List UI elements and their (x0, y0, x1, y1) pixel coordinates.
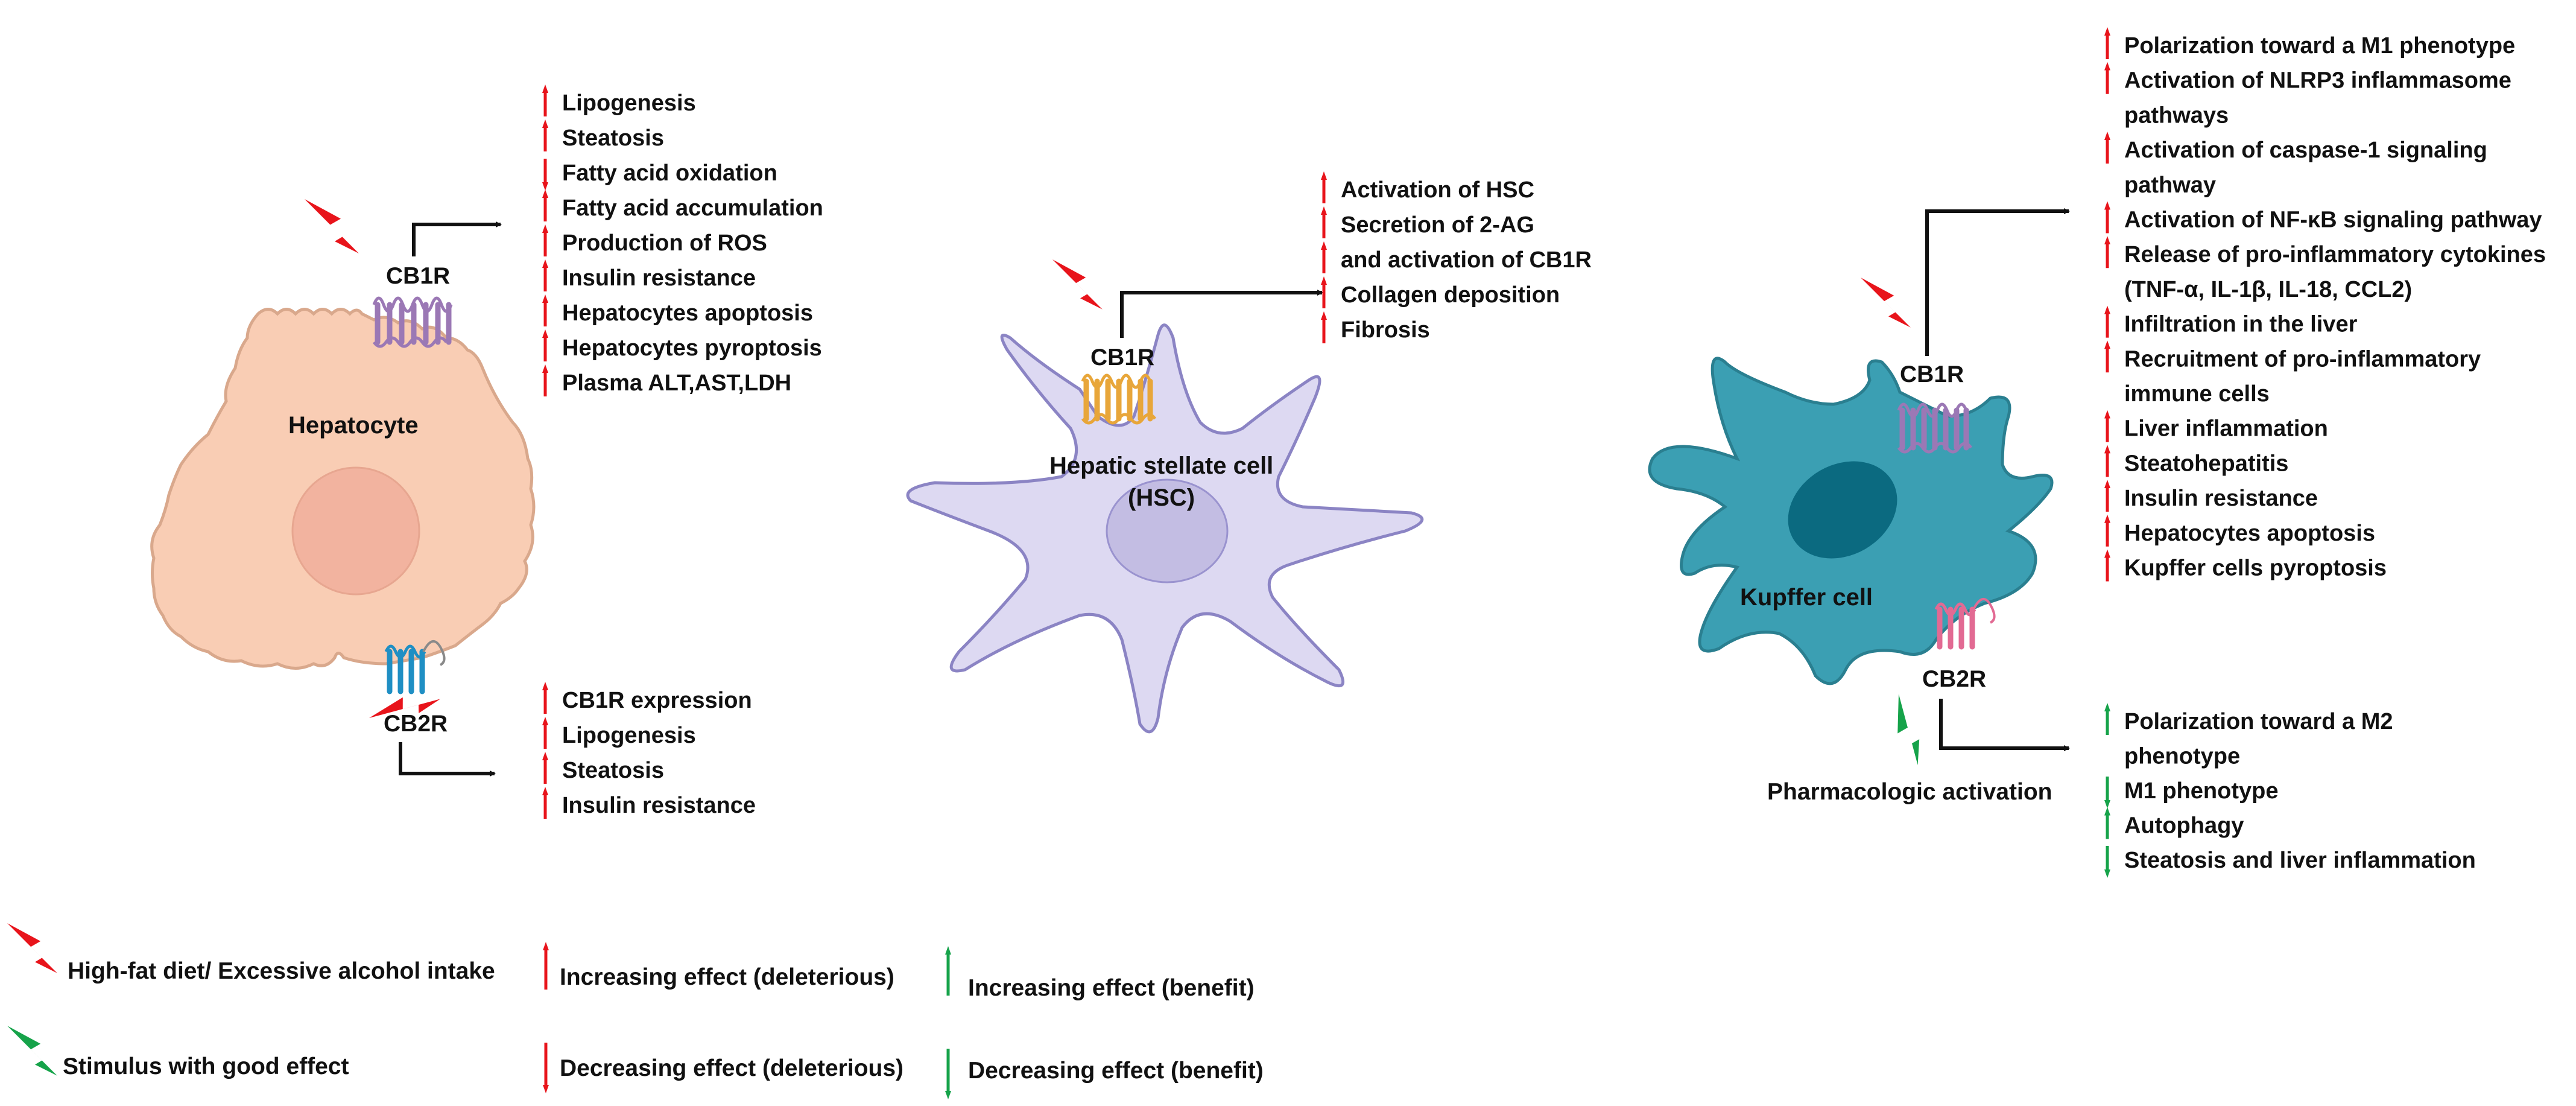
lightning-bolt-icon (1861, 278, 1911, 328)
effect-item: Activation of caspase-1 signaling (2124, 138, 2487, 163)
effect-item: Hepatocytes pyroptosis (562, 335, 822, 361)
legend-high-fat: High-fat diet/ Excessive alcohol intake (68, 958, 495, 984)
legend-inc-benefit: Increasing effect (benefit) (968, 975, 1255, 1001)
effect-item: Polarization toward a M2 (2124, 709, 2393, 734)
hsc-cb1r-label: CB1R (1090, 345, 1154, 370)
kupffer-cb2r-effects: Polarization toward a M2 phenotype M1 phen… (2104, 703, 2476, 878)
legend-dec-deleterious: Decreasing effect (deleterious) (560, 1055, 903, 1081)
effect-item: Fatty acid accumulation (562, 195, 823, 221)
effect-item: Hepatocytes apoptosis (562, 300, 813, 326)
effect-item: phenotype (2124, 744, 2240, 769)
legend-inc-deleterious: Increasing effect (deleterious) (560, 964, 894, 990)
effect-item: Plasma ALT,AST,LDH (562, 370, 791, 396)
legend-good-stimulus: Stimulus with good effect (63, 1054, 349, 1079)
hsc-cell: Hepatic stellate cell (HSC) (906, 323, 1424, 734)
effect-item: Insulin resistance (562, 793, 756, 818)
effect-item: Polarization toward a M1 phenotype (2124, 33, 2515, 59)
effect-item: Fatty acid oxidation (562, 160, 777, 186)
pharmacologic-activation-label: Pharmacologic activation (1767, 779, 2052, 805)
effect-item: Insulin resistance (562, 265, 756, 291)
lightning-bolt-icon (305, 199, 359, 253)
hepatocyte-nucleus (291, 466, 420, 596)
hepatocyte-label: Hepatocyte (288, 412, 419, 439)
lightning-bolt-icon (7, 923, 57, 973)
lightning-bolt-icon (1052, 259, 1103, 310)
effect-item: pathways (2124, 103, 2229, 128)
hsc-cb1r-arrow (1120, 290, 1323, 338)
effect-item: Secretion of 2-AG (1341, 212, 1534, 238)
hepatocyte-cb2r-label: CB2R (384, 711, 448, 737)
kupffer-cb2r-receptor (1934, 598, 1996, 650)
kupffer-cb1r-arrow (1925, 208, 2070, 356)
hsc-cb1r-effects: Activation of HSC Secretion of 2-AG and ac… (1321, 171, 1592, 343)
effect-item: Steatosis (562, 126, 664, 151)
effect-item: M1 phenotype (2124, 778, 2278, 804)
hepatocyte-cb1r-label: CB1R (386, 263, 450, 289)
hsc-label-line1: Hepatic stellate cell (1049, 453, 1273, 479)
effect-item: immune cells (2124, 381, 2270, 407)
effect-item: Collagen deposition (1341, 282, 1560, 308)
hepatocyte-cb2r-receptor (384, 640, 446, 694)
lightning-bolt-icon (1872, 694, 1944, 766)
hepatocyte-cell: Hepatocyte (150, 308, 536, 670)
effect-item: Lipogenesis (562, 91, 696, 116)
hsc-nucleus (1106, 478, 1229, 583)
effect-item: Release of pro-inflammatory cytokines (2124, 242, 2546, 267)
effect-item: Hepatocytes apoptosis (2124, 521, 2375, 546)
hepatocyte-cb2r-arrow (399, 742, 496, 777)
hepatocyte-cb1r-arrow (412, 221, 502, 256)
effect-item: Steatohepatitis (2124, 451, 2288, 476)
effect-item: (TNF-α, IL-1β, IL-18, CCL2) (2124, 277, 2412, 302)
hepatocyte-cb2r-effects: CB1R expressionLipogenesisSteatosisInsul… (542, 682, 756, 819)
effect-item: Activation of HSC (1341, 177, 1534, 203)
effect-item: Production of ROS (562, 230, 767, 256)
effect-item: Autophagy (2124, 813, 2244, 839)
kupffer-label: Kupffer cell (1740, 584, 1873, 611)
effect-item: Activation of NF-κB signaling pathway (2124, 208, 2542, 233)
effect-item: Activation of NLRP3 inflammasome (2124, 68, 2511, 94)
effect-item: pathway (2124, 173, 2216, 198)
lightning-bolt-icon (7, 1026, 57, 1076)
effect-item: and activation of CB1R (1341, 247, 1592, 273)
kupffer-cell: Kupffer cell (1648, 357, 2054, 685)
legend-dec-benefit: Decreasing effect (benefit) (968, 1058, 1264, 1084)
hsc-cb1r-receptor (1081, 373, 1157, 425)
hsc-label-line2: (HSC) (1128, 485, 1195, 511)
hepatocyte-cb1r-receptor (372, 296, 453, 348)
effect-item: Insulin resistance (2124, 486, 2318, 511)
kupffer-cb1r-effects: Polarization toward a M1 phenotypeActiva… (2104, 27, 2546, 582)
effect-item: Infiltration in the liver (2124, 312, 2358, 337)
kupffer-cb1r-receptor (1897, 402, 1973, 454)
effect-item: CB1R expression (562, 688, 752, 713)
kupffer-cb2r-label: CB2R (1922, 666, 1986, 692)
effect-item: Steatosis and liver inflammation (2124, 848, 2476, 873)
effect-item: Kupffer cells pyroptosis (2124, 556, 2387, 581)
effect-item: Liver inflammation (2124, 416, 2328, 442)
kupffer-cb1r-label: CB1R (1900, 361, 1964, 387)
effect-item: Fibrosis (1341, 317, 1430, 343)
kupffer-cb2r-arrow (1939, 699, 2070, 751)
effect-item: Steatosis (562, 758, 664, 783)
effect-item: Lipogenesis (562, 723, 696, 748)
kupffer-nucleus (1788, 461, 1897, 559)
legend: High-fat diet/ Excessive alcohol intake … (7, 923, 1264, 1099)
effect-item: Recruitment of pro-inflammatory (2124, 346, 2481, 372)
